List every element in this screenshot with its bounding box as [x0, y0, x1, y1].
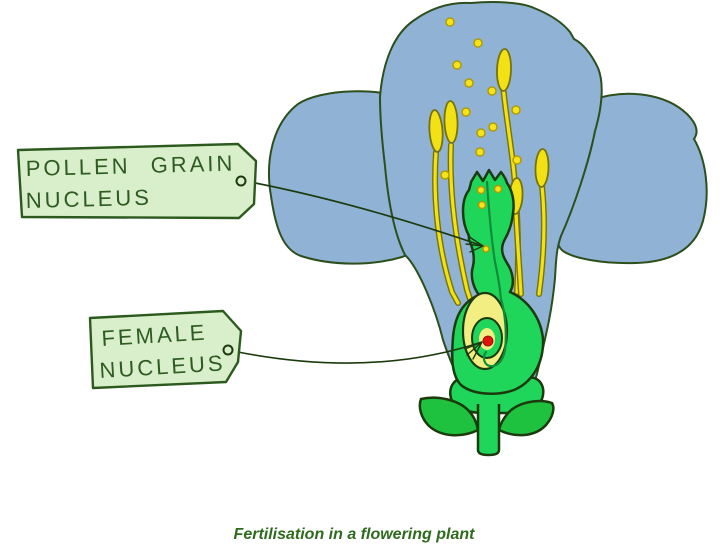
pollen-grain-pointer-line	[244, 180, 484, 247]
pollen-dot	[487, 86, 497, 96]
pollen-dot	[461, 107, 471, 117]
pollen-dot	[440, 170, 450, 180]
anther-icon	[496, 48, 512, 92]
anther-icon	[534, 148, 550, 188]
female-nucleus-dot	[482, 335, 494, 347]
pollen-dot-on-stigma	[493, 184, 503, 194]
pollen-dot	[473, 38, 483, 48]
pollen-tube	[482, 180, 507, 368]
pollen-dot-on-stigma	[477, 200, 487, 210]
pollen-dot	[511, 105, 521, 115]
pollen-dot	[475, 147, 485, 157]
pollen-grain-label-line1: POLLEN GRAIN	[25, 151, 235, 181]
label-tag-female-nucleus: FEMALE NUCLEUS	[88, 309, 243, 390]
stamen-right-outer	[534, 148, 550, 297]
anther-icon	[443, 100, 459, 144]
stamen-left-outer	[428, 109, 461, 306]
pollen-grain-arrowhead-icon	[465, 235, 484, 253]
pollen-dot-on-stigma	[476, 185, 486, 195]
stamen-left-inner	[443, 100, 473, 302]
pollen-grain-label-line2: NUCLEUS	[25, 185, 152, 213]
pollen-dot	[464, 78, 474, 88]
pollen-dot	[512, 155, 522, 165]
pollen-grain-target-dot	[482, 245, 490, 253]
pollen-grains	[440, 17, 522, 253]
leaf-left	[418, 396, 480, 437]
pollen-dot	[445, 17, 455, 27]
pollen-dot	[452, 60, 462, 70]
female-nucleus-pointer-line	[232, 341, 483, 364]
diagram-caption: Fertilisation in a flowering plant	[234, 526, 476, 543]
tag-hole-icon	[222, 344, 234, 356]
tag-hole-icon	[235, 175, 247, 187]
pollen-dot	[488, 122, 498, 132]
label-tag-pollen-grain-nucleus: POLLEN GRAIN NUCLEUS	[16, 142, 258, 220]
pollen-dot	[476, 128, 486, 138]
tag-shape	[88, 309, 243, 390]
leaf-right	[497, 399, 555, 437]
anther-icon	[428, 109, 444, 153]
stem	[476, 404, 501, 457]
tag-shape	[16, 142, 258, 220]
pointers	[232, 180, 484, 364]
female-nucleus-arrowhead-icon	[464, 341, 483, 360]
stamens	[428, 48, 550, 306]
